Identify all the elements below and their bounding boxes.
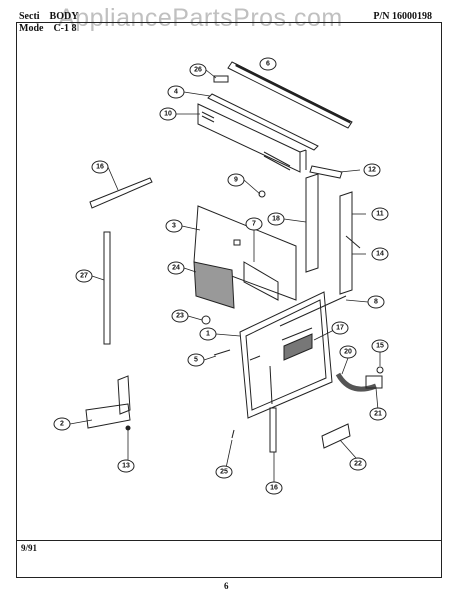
section-header: Secti BODY Mode C-1 8 bbox=[19, 11, 78, 35]
callout-13: 13 bbox=[122, 463, 130, 470]
part-hinge bbox=[85, 375, 131, 431]
watermark: AppliancePartsPros.com bbox=[58, 4, 343, 32]
callout-14: 14 bbox=[376, 251, 384, 258]
callout-16-upper: 16 bbox=[96, 164, 104, 171]
callout-21: 21 bbox=[374, 411, 382, 418]
page-number: 6 bbox=[224, 581, 229, 591]
callout-4: 4 bbox=[174, 89, 178, 96]
model-prefix: Mode bbox=[19, 23, 44, 34]
part-number: P/N 16000198 bbox=[373, 11, 432, 22]
callout-20: 20 bbox=[344, 349, 352, 356]
diagram-frame bbox=[16, 22, 442, 578]
callout-18: 18 bbox=[272, 216, 280, 223]
callout-26: 26 bbox=[194, 67, 202, 74]
part-side-panel bbox=[305, 173, 361, 295]
part-left-bar bbox=[89, 177, 153, 209]
footer-divider bbox=[17, 540, 441, 541]
part-bracket bbox=[243, 261, 279, 301]
part-angle-bracket bbox=[309, 165, 343, 179]
part-screw bbox=[213, 349, 231, 356]
section-title: BODY bbox=[49, 11, 79, 22]
part-rod bbox=[279, 295, 347, 327]
callout-27: 27 bbox=[80, 273, 88, 280]
part-door-panel bbox=[239, 291, 333, 419]
part-small-bracket bbox=[213, 75, 229, 83]
callout-24: 24 bbox=[172, 265, 180, 272]
callout-9: 9 bbox=[234, 177, 238, 184]
part-top-trim-strip bbox=[227, 61, 353, 129]
part-rail bbox=[207, 93, 319, 151]
callout-22: 22 bbox=[354, 461, 362, 468]
callout-12: 12 bbox=[368, 167, 376, 174]
revision-date: 9/91 bbox=[21, 543, 38, 553]
part-vertical-strip bbox=[103, 231, 111, 345]
model-value: C-1 8 bbox=[53, 23, 77, 34]
section-prefix: Secti bbox=[19, 11, 40, 22]
callout-1: 1 bbox=[206, 331, 210, 338]
callout-7: 7 bbox=[252, 221, 256, 228]
callout-11: 11 bbox=[376, 211, 384, 218]
callout-17: 17 bbox=[336, 325, 344, 332]
part-hose bbox=[335, 372, 377, 392]
callout-15: 15 bbox=[376, 343, 384, 350]
callout-6: 6 bbox=[266, 61, 270, 68]
callout-3: 3 bbox=[172, 223, 176, 230]
part-control-panel bbox=[197, 103, 307, 173]
callout-16-lower: 16 bbox=[270, 485, 278, 492]
part-knob bbox=[258, 190, 266, 198]
callout-23: 23 bbox=[176, 313, 184, 320]
callout-5: 5 bbox=[194, 357, 198, 364]
callout-25: 25 bbox=[220, 469, 228, 476]
callout-10: 10 bbox=[164, 111, 172, 118]
part-bushing bbox=[201, 315, 211, 325]
callout-2: 2 bbox=[60, 421, 64, 428]
callout-8: 8 bbox=[374, 299, 378, 306]
part-vertical-strip-lower bbox=[269, 407, 277, 453]
part-screw-small bbox=[231, 429, 235, 439]
part-lower-bracket bbox=[321, 423, 351, 449]
part-elbow bbox=[365, 366, 384, 389]
part-rear-panel bbox=[193, 205, 297, 309]
